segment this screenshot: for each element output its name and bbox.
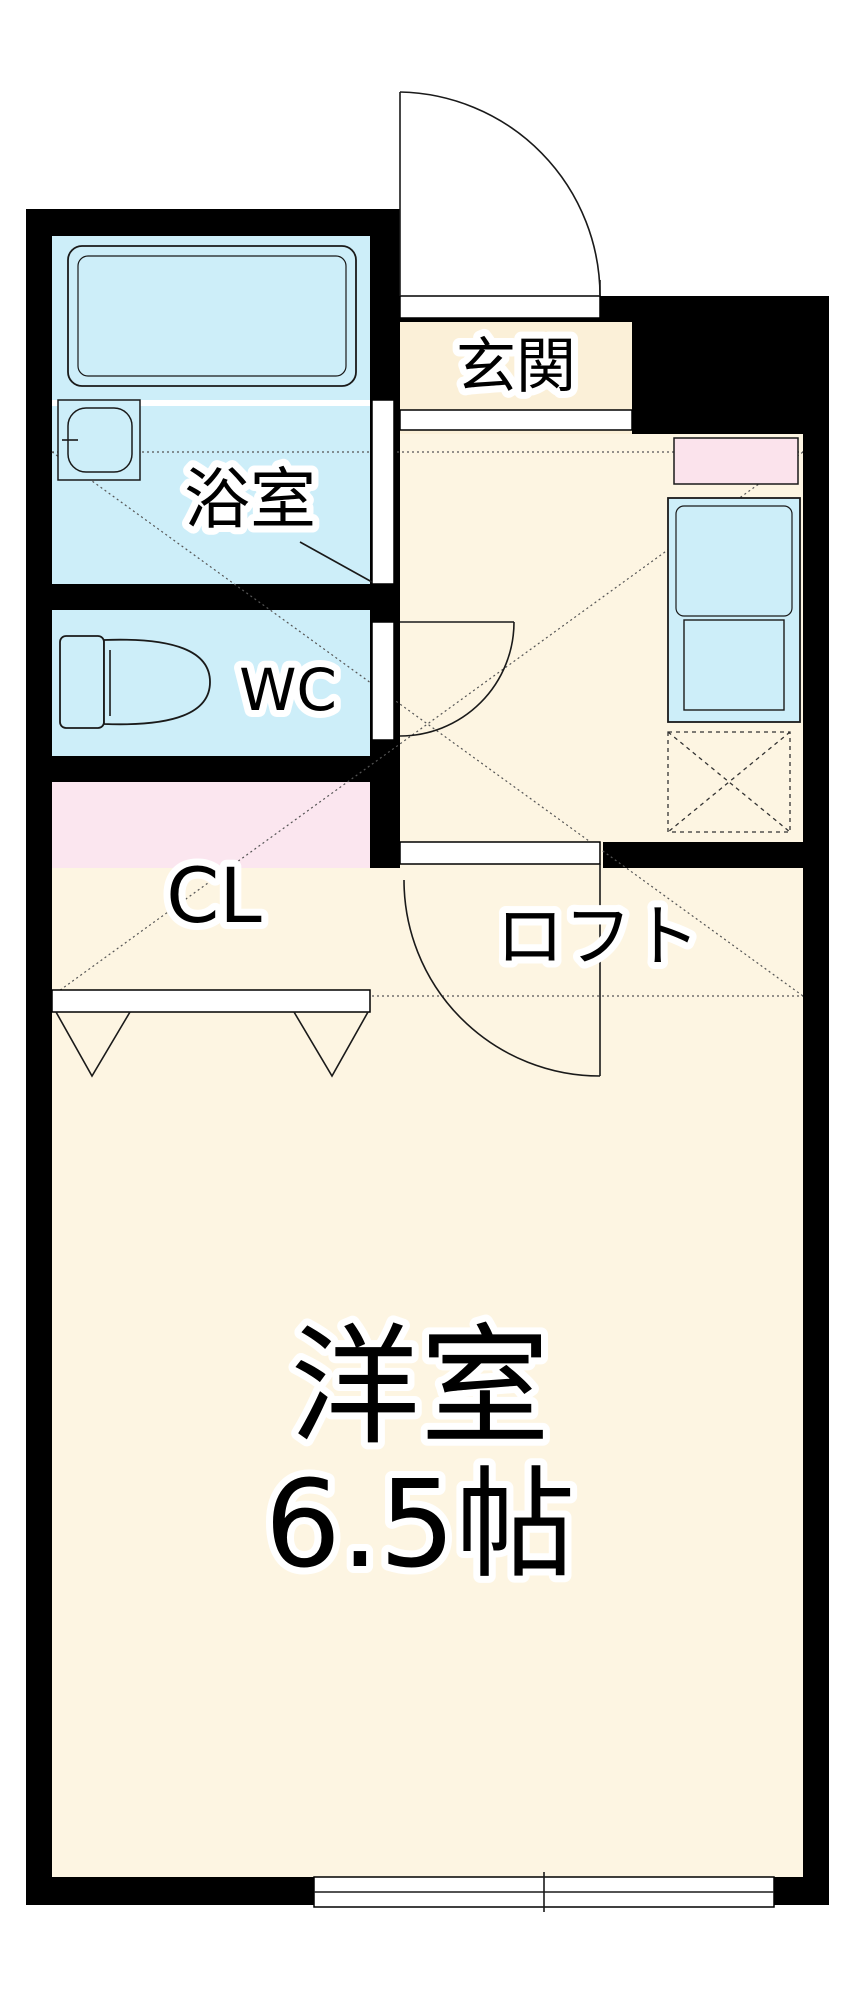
closet-doors bbox=[55, 1011, 369, 1078]
room-door bbox=[403, 864, 601, 1077]
closet-label: CL bbox=[166, 851, 261, 940]
window bbox=[313, 1872, 775, 1912]
bath-label: 浴室 bbox=[184, 461, 316, 538]
toilet bbox=[59, 635, 211, 729]
western-room-size: 6.5帖 bbox=[265, 1456, 576, 1595]
bath-door-swing bbox=[299, 541, 373, 583]
fridge-space bbox=[667, 731, 791, 833]
western-room-floor bbox=[52, 868, 803, 1877]
wc-label: WC bbox=[239, 656, 337, 724]
western-room-label: 洋室 bbox=[290, 1311, 550, 1463]
kitchen-counter bbox=[667, 437, 801, 723]
bathtub bbox=[67, 245, 357, 387]
loft-label: ロフト bbox=[496, 898, 700, 977]
entrance-door bbox=[399, 91, 601, 297]
washbasin bbox=[57, 399, 141, 481]
wc-door bbox=[399, 621, 515, 737]
partitions bbox=[51, 295, 633, 1013]
entrance-label: 玄関 bbox=[456, 332, 576, 402]
